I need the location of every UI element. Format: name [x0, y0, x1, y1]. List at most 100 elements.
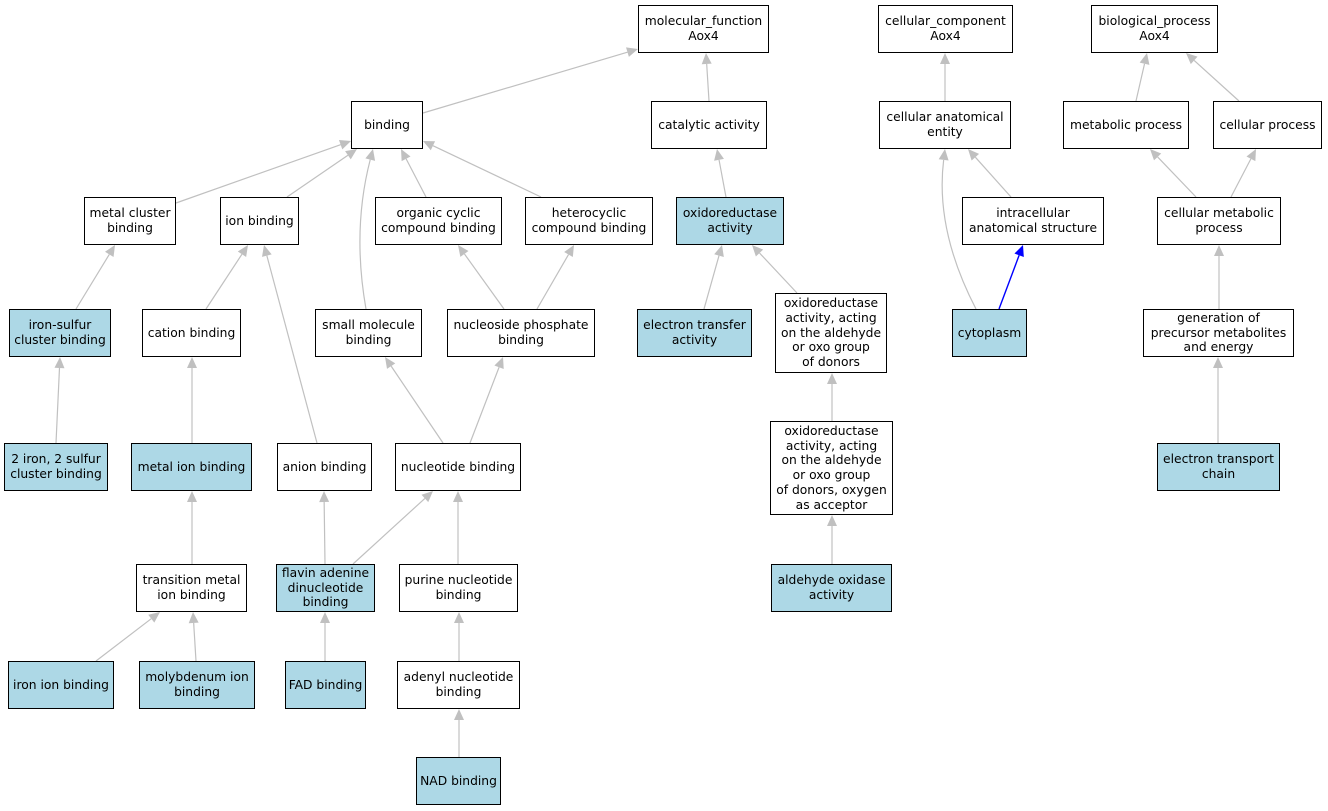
edge-cae-to-cc: [940, 53, 950, 101]
arrowhead-icon: [453, 491, 463, 502]
edge-cation-to-ionbinding: [205, 245, 248, 310]
edge-metalion-to-cation: [187, 357, 197, 443]
node-adenyl-nucleotide-binding[interactable]: adenyl nucleotide binding: [397, 661, 520, 709]
node-metal-ion-binding[interactable]: metal ion binding: [131, 443, 252, 491]
node-small-molecule-binding[interactable]: small molecule binding: [315, 309, 422, 357]
node-nucleotide-binding[interactable]: nucleotide binding: [395, 443, 521, 491]
node-organic-cyclic-compound-binding[interactable]: organic cyclic compound binding: [375, 197, 502, 245]
edge-anion-to-ionbinding: [262, 245, 318, 444]
edge-ironsulfur-to-metalcluster: [75, 245, 115, 310]
arrowhead-icon: [1014, 245, 1024, 258]
edge-cytoplasm-to-cae: [938, 149, 977, 310]
node-cation-binding[interactable]: cation binding: [142, 309, 241, 357]
arrowhead-icon: [626, 47, 638, 57]
arrowhead-icon: [714, 245, 724, 257]
edge-nucphos-to-orgcyclic: [458, 245, 505, 310]
arrowhead-icon: [1150, 149, 1162, 161]
node-oxidoreductase-aldehyde-oxo-donors[interactable]: oxidoreductase activity, acting on the a…: [775, 293, 887, 373]
node-fad-binding[interactable]: FAD binding: [285, 661, 366, 709]
node-oxidoreductase-oxygen-acceptor[interactable]: oxidoreductase activity, acting on the a…: [770, 421, 893, 515]
node-heterocyclic-compound-binding[interactable]: heterocyclic compound binding: [525, 197, 653, 245]
arrowhead-icon: [1246, 149, 1256, 162]
arrowhead-icon: [494, 357, 504, 370]
node-electron-transfer-activity[interactable]: electron transfer activity: [637, 309, 752, 357]
arrowhead-icon: [1139, 53, 1150, 65]
arrowhead-icon: [752, 245, 764, 257]
node-transition-metal-ion-binding[interactable]: transition metal ion binding: [136, 564, 247, 612]
node-generation-of-precursor-metabolites[interactable]: generation of precursor metabolites and …: [1143, 309, 1294, 357]
node-electron-transport-chain[interactable]: electron transport chain: [1157, 443, 1280, 491]
arrowhead-icon: [401, 149, 411, 162]
edge-aldoxidase-to-oxaldoxygen: [827, 515, 837, 564]
node-aldehyde-oxidase-activity[interactable]: aldehyde oxidase activity: [771, 564, 892, 612]
edge-catalytic-to-mf: [701, 53, 712, 102]
edge-nucphos-to-heterocyclic: [536, 245, 574, 310]
node-cellular-metabolic-process[interactable]: cellular metabolic process: [1157, 197, 1281, 245]
node-ion-binding[interactable]: ion binding: [220, 197, 299, 245]
arrowhead-icon: [365, 149, 376, 161]
node-flavin-adenine-dinucleotide-binding[interactable]: flavin adenine dinucleotide binding: [276, 564, 375, 612]
edge-molybdenum-to-transmetal: [188, 612, 199, 662]
arrowhead-icon: [54, 357, 65, 369]
arrowhead-icon: [938, 149, 949, 161]
arrowhead-icon: [320, 612, 330, 623]
arrowhead-icon: [714, 149, 724, 161]
edge-metalcluster-to-binding: [175, 139, 351, 204]
arrowhead-icon: [345, 149, 357, 160]
node-binding[interactable]: binding: [351, 101, 423, 149]
edge-oxaldehyde-to-oxidoreductase: [752, 245, 798, 294]
node-iron-ion-binding[interactable]: iron ion binding: [8, 661, 114, 709]
node-metal-cluster-binding[interactable]: metal cluster binding: [84, 197, 176, 245]
arrowhead-icon: [1186, 53, 1198, 65]
node-molybdenum-ion-binding[interactable]: molybdenum ion binding: [139, 661, 255, 709]
node-iron-sulfur-cluster-binding[interactable]: iron-sulfur cluster binding: [9, 309, 111, 357]
edge-binding-to-mf: [422, 47, 638, 114]
node-oxidoreductase-activity[interactable]: oxidoreductase activity: [676, 197, 784, 245]
edge-smallmol-to-binding: [359, 149, 376, 310]
arrowhead-icon: [458, 245, 469, 257]
edge-cellproc-to-bp: [1186, 53, 1240, 102]
node-intracellular-anatomical-structure[interactable]: intracellular anatomical structure: [962, 197, 1104, 245]
node-nucleoside-phosphate-binding[interactable]: nucleoside phosphate binding: [447, 309, 595, 357]
edge-adenyl-to-purine: [454, 612, 464, 661]
node-purine-nucleotide-binding[interactable]: purine nucleotide binding: [399, 564, 518, 612]
edge-fad_dinuc-to-anion: [319, 491, 330, 565]
arrowhead-icon: [564, 245, 574, 258]
edge-ionbinding-to-binding: [286, 149, 357, 198]
node-metabolic-process[interactable]: metabolic process: [1063, 101, 1189, 149]
edge-nad-to-adenyl: [454, 709, 464, 757]
edge-cytoplasm-to-intracellular: [998, 245, 1024, 310]
node-cellular-component[interactable]: cellular_component Aox4: [878, 5, 1013, 53]
edge-fad_dinuc-to-nucleotide: [352, 491, 433, 565]
arrowhead-icon: [187, 491, 197, 502]
edge-ironion-to-transmetal: [95, 612, 160, 662]
edge-nucleotide-to-smallmol: [385, 357, 444, 444]
node-2fe-2s-cluster-binding[interactable]: 2 iron, 2 sulfur cluster binding: [4, 443, 108, 491]
node-molecular-function[interactable]: molecular_function Aox4: [638, 5, 769, 53]
edge-cellmetabolic-to-metabolic: [1150, 149, 1197, 198]
node-nad-binding[interactable]: NAD binding: [416, 757, 501, 805]
arrowhead-icon: [454, 612, 464, 623]
arrowhead-icon: [385, 357, 396, 369]
edge-heterocyclic-to-binding: [423, 141, 542, 198]
node-biological-process[interactable]: biological_process Aox4: [1091, 5, 1218, 53]
node-anion-binding[interactable]: anion binding: [277, 443, 372, 491]
edge-nucleotide-to-nucphos: [469, 357, 504, 444]
node-cellular-anatomical-entity[interactable]: cellular anatomical entity: [879, 101, 1011, 149]
node-catalytic-activity[interactable]: catalytic activity: [651, 101, 767, 149]
edge-orgcyclic-to-binding: [401, 149, 427, 198]
edge-transmetal-to-metalion: [187, 491, 197, 564]
arrowhead-icon: [237, 245, 248, 257]
node-cellular-process[interactable]: cellular process: [1213, 101, 1322, 149]
edge-electrontransfer-to-oxidoreductase: [703, 245, 724, 310]
edge-cellmetabolic-to-cellproc: [1230, 149, 1256, 198]
edge-intracellular-to-cae: [968, 149, 1012, 198]
edge-fad-to-fad_dinuc: [320, 612, 330, 661]
arrowhead-icon: [105, 245, 115, 257]
node-cytoplasm[interactable]: cytoplasm: [952, 309, 1027, 357]
arrowhead-icon: [1214, 245, 1224, 256]
edge-purine-to-nucleotide: [453, 491, 463, 564]
edge-electrontransport-to-genprecursor: [1213, 357, 1223, 443]
arrowhead-icon: [421, 491, 433, 503]
